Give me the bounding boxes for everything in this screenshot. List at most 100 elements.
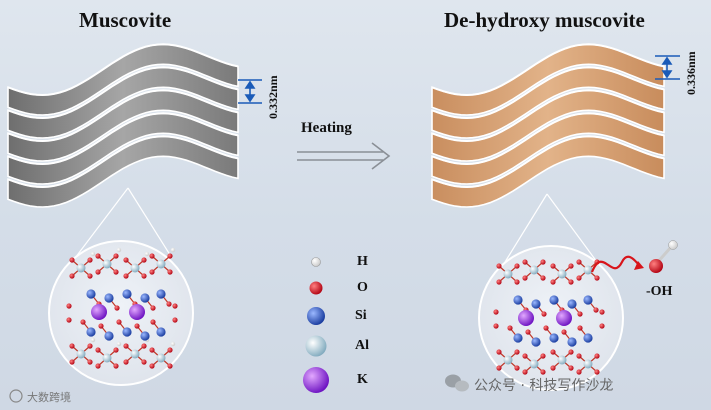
oxygen-atom xyxy=(541,311,547,317)
oxygen-atom xyxy=(98,323,104,329)
oxygen-atom xyxy=(113,363,119,369)
legend-si-atom xyxy=(307,307,325,325)
oxygen-atom xyxy=(69,343,75,349)
aluminum-atom xyxy=(557,269,567,279)
oxygen-atom xyxy=(594,353,600,359)
oxygen-atom xyxy=(568,263,574,269)
right-spacing-marker xyxy=(655,55,680,80)
oxygen-atom xyxy=(114,305,120,311)
oxygen-atom xyxy=(166,301,172,307)
oxygen-atom xyxy=(149,347,155,353)
silicon-atom xyxy=(104,293,114,303)
silicon-atom xyxy=(104,331,114,341)
oxygen-atom xyxy=(113,269,119,275)
oxygen-atom xyxy=(95,363,101,369)
oxygen-atom xyxy=(514,263,520,269)
oxygen-atom xyxy=(540,275,546,281)
muscovite-interlayer-spacing: 0.332nm xyxy=(266,75,280,119)
silicon-atom xyxy=(583,295,593,305)
heating-arrow xyxy=(297,142,391,170)
oxygen-atom xyxy=(493,309,499,315)
silicon-atom xyxy=(531,337,541,347)
oxygen-atom xyxy=(525,329,531,335)
wechat-watermark: 公众号 · 科技写作沙龙 xyxy=(474,378,614,394)
legend-atoms xyxy=(303,257,329,393)
oxygen-atom xyxy=(167,347,173,353)
aluminum-atom xyxy=(583,359,593,369)
legend-label-o: O xyxy=(357,280,368,295)
oxygen-atom xyxy=(540,369,546,375)
legend-al-atom xyxy=(305,335,327,357)
left-zoom-bubble xyxy=(48,240,194,386)
legend-label-al: Al xyxy=(355,338,369,353)
aluminum-atom xyxy=(102,259,112,269)
aluminum-atom xyxy=(102,353,112,363)
aluminum-atom xyxy=(503,355,513,365)
oxygen-atom xyxy=(577,325,583,331)
oxygen-atom xyxy=(95,347,101,353)
oxygen-atom xyxy=(149,363,155,369)
oxygen-atom xyxy=(116,319,122,325)
dehydroxy-muscovite-title: De-hydroxy muscovite xyxy=(444,8,645,32)
legend-label-si: Si xyxy=(355,308,367,323)
oxygen-atom xyxy=(576,353,582,359)
dehydroxy-interlayer-spacing: 0.336nm xyxy=(684,51,698,95)
oxygen-atom xyxy=(66,317,72,323)
oxygen-atom xyxy=(69,273,75,279)
oxygen-atom xyxy=(69,359,75,365)
hydrogen-atom xyxy=(90,337,96,343)
legend-o-atom xyxy=(309,281,323,295)
oxygen-atom xyxy=(87,273,93,279)
oxygen-atom xyxy=(496,349,502,355)
silicon-atom xyxy=(513,333,523,343)
oxygen-atom xyxy=(543,325,549,331)
oxygen-atom xyxy=(87,359,93,365)
oxygen-atom xyxy=(496,365,502,371)
released-oh-group xyxy=(590,240,678,273)
legend-h-atom xyxy=(311,257,321,267)
dehydroxy-layer-stack xyxy=(431,43,665,208)
oxygen-atom xyxy=(150,305,156,311)
oxygen-atom xyxy=(576,275,582,281)
oxygen-atom xyxy=(123,257,129,263)
oxygen-atom xyxy=(514,365,520,371)
silicon-atom xyxy=(156,327,166,337)
oxygen-atom xyxy=(540,353,546,359)
oxygen-atom xyxy=(87,257,93,263)
oxygen-atom xyxy=(568,349,574,355)
oxygen-atom xyxy=(141,343,147,349)
oxygen-atom xyxy=(576,369,582,375)
oxygen-atom xyxy=(141,359,147,365)
silicon-atom xyxy=(549,295,559,305)
silicon-atom xyxy=(513,295,523,305)
legend-label-h: H xyxy=(357,254,368,269)
dehydroxy-crystal-structure xyxy=(493,259,605,375)
oxygen-atom xyxy=(576,259,582,265)
aluminum-atom xyxy=(583,265,593,275)
oxygen-atom xyxy=(522,353,528,359)
oxygen-atom xyxy=(66,303,72,309)
aluminum-atom xyxy=(156,353,166,363)
hydrogen-atom xyxy=(116,341,122,347)
oxygen-atom xyxy=(149,269,155,275)
wechat-logo-icon xyxy=(445,374,469,392)
oxygen-atom xyxy=(95,269,101,275)
oxygen-atom xyxy=(599,323,605,329)
oxygen-atom xyxy=(80,319,86,325)
oxygen-atom xyxy=(599,309,605,315)
hydrogen-atom xyxy=(170,341,176,347)
oxygen-atom xyxy=(514,349,520,355)
oxygen-atom xyxy=(594,369,600,375)
oxygen-atom xyxy=(123,343,129,349)
oh-hydrogen-atom xyxy=(668,240,678,250)
oxygen-atom xyxy=(69,257,75,263)
aluminum-atom xyxy=(503,269,513,279)
silicon-atom xyxy=(567,337,577,347)
oxygen-atom xyxy=(522,259,528,265)
oxygen-atom xyxy=(496,279,502,285)
silicon-atom xyxy=(140,331,150,341)
right-zoom-lines xyxy=(504,193,598,263)
muscovite-crystal-structure xyxy=(66,247,178,369)
